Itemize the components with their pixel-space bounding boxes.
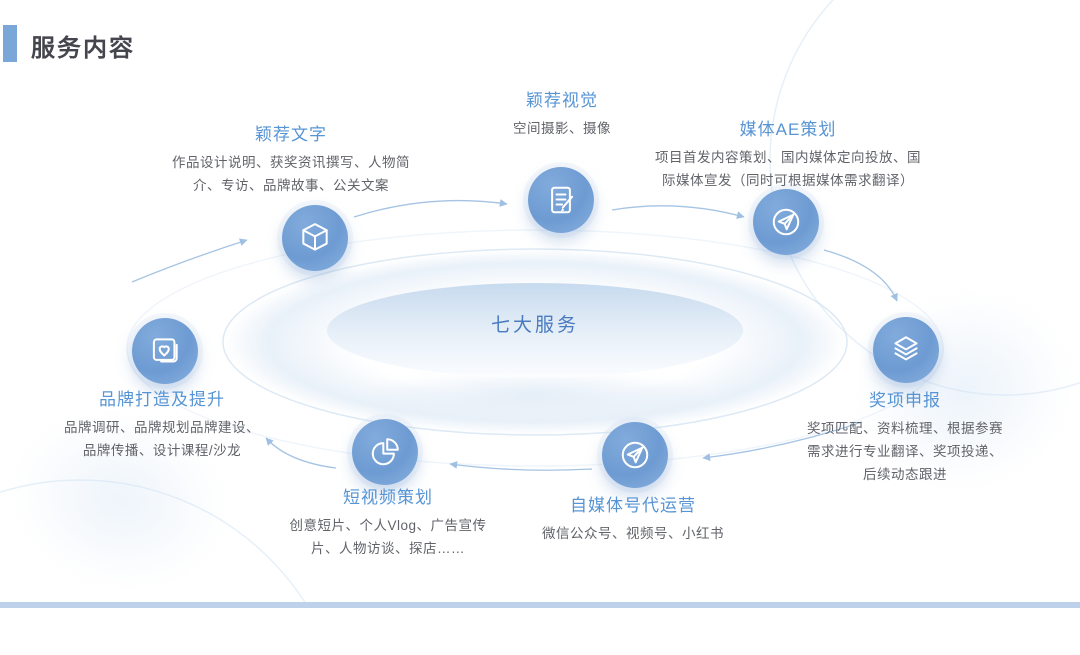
- cube-icon: [302, 223, 328, 251]
- node-title: 颖荐视觉: [526, 91, 598, 110]
- node-desc: 奖项匹配、资料梳理、根据参赛需求进行专业翻译、奖项投递、后续动态跟进: [765, 417, 1045, 486]
- node-desc-line: 微信公众号、视频号、小红书: [542, 526, 724, 541]
- node-title: 自媒体号代运营: [570, 496, 696, 515]
- node-desc-line: 需求进行专业翻译、奖项投递、: [807, 444, 1003, 459]
- layers-icon: [894, 336, 918, 361]
- node-title: 颖荐文字: [255, 125, 327, 144]
- node-desc: 空间摄影、摄像: [442, 117, 682, 140]
- paper-plane-icon: [621, 441, 649, 469]
- photo-heart-icon: [152, 338, 178, 363]
- doc-edit-icon: [551, 186, 574, 214]
- node-desc-line: 创意短片、个人Vlog、广告宣传: [289, 518, 487, 533]
- node-desc-line: 品牌传播、设计课程/沙龙: [82, 443, 242, 458]
- node-desc: 品牌调研、品牌规划品牌建设、品牌传播、设计课程/沙龙: [22, 416, 302, 462]
- node-desc-line: 项目首发内容策划、国内媒体定向投放、国: [655, 150, 921, 165]
- node-desc-line: 空间摄影、摄像: [513, 121, 611, 136]
- node-title: 奖项申报: [869, 391, 941, 410]
- node-title: 品牌打造及提升: [99, 390, 225, 409]
- node-icon-circle: [873, 317, 939, 383]
- paper-plane-icon: [772, 208, 800, 236]
- title-accent-bar: [3, 25, 17, 62]
- arrow-brand-to-copywriting: [131, 238, 248, 283]
- node-desc: 微信公众号、视频号、小红书: [483, 522, 783, 545]
- node-desc-line: 际媒体宣发（同时可根据媒体需求翻译）: [662, 173, 914, 188]
- node-desc-line: 片、人物访谈、探店……: [311, 541, 465, 556]
- node-title: 短视频策划: [343, 488, 433, 507]
- node-desc: 项目首发内容策划、国内媒体定向投放、国际媒体宣发（同时可根据媒体需求翻译）: [598, 146, 978, 192]
- center-label: 七大服务: [490, 315, 579, 336]
- node-icon-circle: [602, 422, 668, 488]
- node-icon-circle: [132, 318, 198, 384]
- node-desc-line: 后续动态跟进: [863, 467, 947, 482]
- bottom-accent-bar: [0, 602, 1080, 608]
- arrow-social-media-to-short-video: [449, 461, 593, 471]
- page-title: 服务内容: [31, 35, 135, 62]
- center-ellipse: [327, 283, 743, 378]
- node-desc-line: 作品设计说明、获奖资讯撰写、人物简: [172, 155, 410, 170]
- node-icon-circle: [352, 419, 418, 485]
- node-desc-line: 品牌调研、品牌规划品牌建设、: [64, 420, 260, 435]
- node-title: 媒体AE策划: [739, 120, 837, 139]
- node-desc: 创意短片、个人Vlog、广告宣传片、人物访谈、探店……: [238, 514, 538, 560]
- node-desc-line: 奖项匹配、资料梳理、根据参赛: [807, 421, 1003, 436]
- pie-chart-icon: [371, 438, 399, 466]
- arrow-visual-to-media-ae: [611, 205, 745, 219]
- node-icon-circle: [528, 167, 594, 233]
- node-icon-circle: [282, 205, 348, 271]
- node-icon-circle: [753, 189, 819, 255]
- node-desc: 作品设计说明、获奖资讯撰写、人物简介、专访、品牌故事、公关文案: [131, 151, 451, 197]
- node-desc-line: 介、专访、品牌故事、公关文案: [193, 178, 389, 193]
- arrow-copywriting-to-visual: [353, 199, 508, 218]
